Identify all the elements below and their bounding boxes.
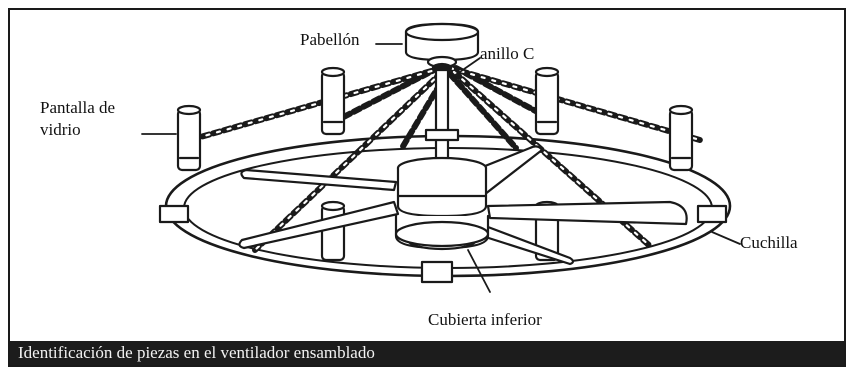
label-pabellon: Pabellón bbox=[300, 30, 360, 49]
motor-housing bbox=[394, 156, 490, 251]
caption-bar: Identificación de piezas en el ventilado… bbox=[10, 341, 844, 365]
glass-shades bbox=[158, 66, 728, 284]
figure-frame: Pabellón anillo C Pantalla de vidrio Cuc… bbox=[8, 8, 846, 367]
label-anillo-c: anillo C bbox=[480, 44, 535, 63]
label-vidrio: vidrio bbox=[40, 120, 81, 139]
leader-lines bbox=[141, 43, 741, 293]
label-cuchilla: Cuchilla bbox=[740, 233, 798, 252]
caption-text: Identificación de piezas en el ventilado… bbox=[18, 343, 375, 362]
label-pantalla-de: Pantalla de bbox=[40, 98, 116, 117]
canopy bbox=[404, 22, 480, 74]
label-cubierta-inferior: Cubierta inferior bbox=[428, 310, 542, 329]
fan-diagram bbox=[141, 22, 741, 293]
